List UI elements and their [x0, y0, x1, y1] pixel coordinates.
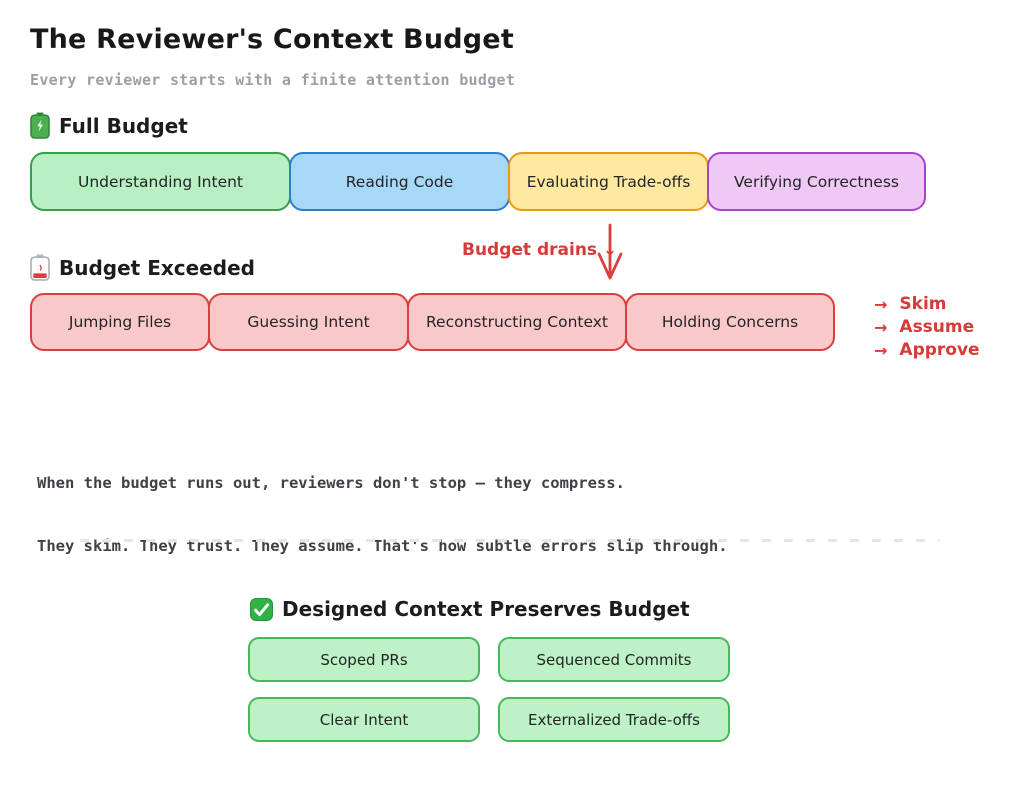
exceeded-box-guessing-intent: Guessing Intent: [208, 293, 409, 351]
exceeded-box-reconstructing-context: Reconstructing Context: [407, 293, 627, 351]
designed-box-label: Scoped PRs: [320, 650, 408, 669]
arrow-right-icon: →: [874, 340, 888, 360]
designed-box-label: Sequenced Commits: [536, 650, 692, 669]
budget-box-understanding-intent: Understanding Intent: [30, 152, 291, 211]
budget-box-reading-code: Reading Code: [289, 152, 510, 211]
designed-box-clear-intent: Clear Intent: [248, 697, 480, 742]
consequence-label: Skim: [899, 294, 947, 314]
battery-low-icon: [30, 254, 50, 281]
full-budget-label: Full Budget: [59, 113, 188, 138]
designed-box-label: Externalized Trade-offs: [528, 710, 700, 729]
page-title: The Reviewer's Context Budget: [30, 24, 514, 55]
dashed-divider: [80, 539, 940, 542]
full-budget-header: Full Budget: [30, 112, 188, 139]
arrow-right-icon: →: [874, 294, 888, 314]
exceeded-box-label: Jumping Files: [68, 313, 172, 331]
full-budget-row: Understanding Intent Reading Code Evalua…: [30, 152, 926, 211]
page-subtitle: Every reviewer starts with a finite atte…: [30, 71, 516, 89]
exceeded-box-holding-concerns: Holding Concerns: [625, 293, 835, 351]
budget-exceeded-label: Budget Exceeded: [59, 255, 255, 280]
designed-context-grid: Scoped PRs Sequenced Commits Clear Inten…: [248, 637, 730, 742]
summary-line-1: When the budget runs out, reviewers don'…: [37, 474, 625, 492]
check-icon: [250, 597, 273, 621]
budget-box-label: Evaluating Trade-offs: [526, 172, 691, 191]
consequence-label: Approve: [899, 340, 980, 360]
arrow-right-icon: →: [874, 317, 888, 337]
exceeded-box-label: Holding Concerns: [661, 313, 799, 331]
budget-box-verifying-correctness: Verifying Correctness: [707, 152, 926, 211]
budget-box-label: Verifying Correctness: [734, 172, 899, 191]
exceeded-box-jumping-files: Jumping Files: [30, 293, 210, 351]
exceeded-box-label: Guessing Intent: [247, 313, 370, 331]
summary-paragraph: When the budget runs out, reviewers don'…: [37, 431, 728, 599]
consequence-assume: → Assume: [874, 316, 980, 338]
consequence-skim: → Skim: [874, 293, 980, 315]
designed-box-externalized-tradeoffs: Externalized Trade-offs: [498, 697, 730, 742]
exceeded-box-label: Reconstructing Context: [425, 313, 608, 331]
designed-box-label: Clear Intent: [319, 710, 409, 729]
designed-context-header: Designed Context Preserves Budget: [250, 597, 690, 621]
battery-full-icon: [30, 112, 50, 139]
consequence-label: Assume: [899, 317, 975, 337]
arrow-down-icon: [597, 223, 623, 280]
designed-box-sequenced-commits: Sequenced Commits: [498, 637, 730, 682]
consequence-approve: → Approve: [874, 339, 980, 361]
designed-context-label: Designed Context Preserves Budget: [282, 597, 690, 621]
budget-box-evaluating-tradeoffs: Evaluating Trade-offs: [508, 152, 709, 211]
budget-exceeded-header: Budget Exceeded: [30, 254, 255, 281]
budget-drains-label: Budget drains ↓: [462, 240, 618, 260]
budget-exceeded-row: Jumping Files Guessing Intent Reconstruc…: [30, 293, 835, 351]
budget-box-label: Understanding Intent: [77, 172, 244, 191]
designed-box-scoped-prs: Scoped PRs: [248, 637, 480, 682]
consequence-list: → Skim → Assume → Approve: [874, 293, 980, 361]
budget-box-label: Reading Code: [345, 172, 454, 191]
